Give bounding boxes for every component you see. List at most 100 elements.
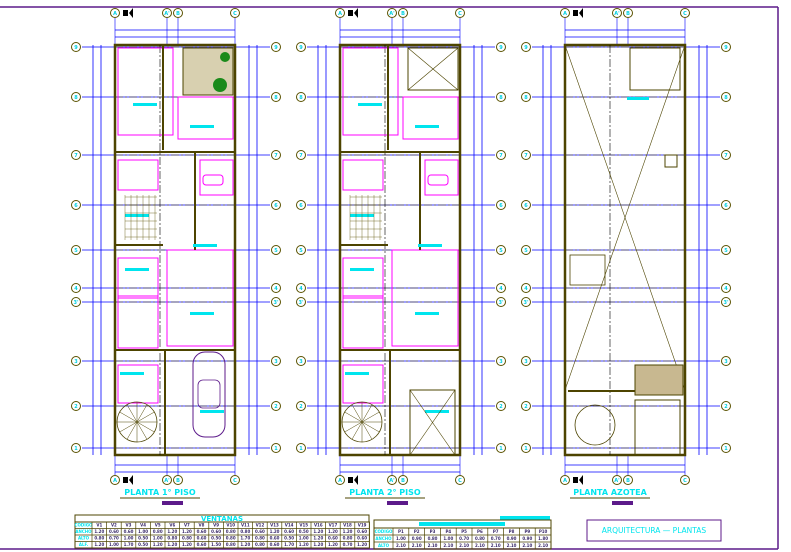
grid-bubble [296,92,306,102]
table-cell: 1.20 [153,542,163,547]
skylight-cross [407,47,459,91]
grid-bubble-label: 3' [498,300,503,306]
table-cell: 0.60 [284,529,294,534]
table-cell: 1.20 [167,542,177,547]
grid-bubble [721,356,731,366]
room-label [120,372,144,375]
table-cell: 1.20 [299,542,309,547]
table-cell: 0.80 [428,536,438,541]
table-cell: 0.80 [226,536,236,541]
grid-bubble-label: A [563,11,567,17]
grid-bubble [560,8,570,18]
grid-bubble [521,245,531,255]
room-label [415,125,439,128]
grid-bubble-label: 2 [499,404,503,410]
section-marker-icon [129,475,133,485]
table-cell: 2.10 [507,543,517,548]
table-cell: 0.60 [197,529,207,534]
grid-bubble-label: 4 [524,286,528,292]
grid-bubble [455,475,465,485]
table-header-cell: V9 [213,523,219,528]
tree-icon [213,78,227,92]
grid-bubble-label: 2 [299,404,303,410]
grid-bubble [721,297,731,307]
skylight [629,47,681,91]
grid-bubble [110,8,120,18]
grid-bubble-label: 3' [73,300,78,306]
grid-bubble [296,443,306,453]
grid-bubble-label: 7 [724,153,728,159]
grid-bubble-label: A' [164,478,170,484]
grid-bubble [496,283,506,293]
void [409,389,456,456]
table-cell: 1.20 [328,542,338,547]
grid-bubble [623,475,633,485]
table-cell: 1.00 [443,536,453,541]
grid-bubble [271,443,281,453]
table-cell: 2.10 [443,543,453,548]
grid-bubble [162,8,172,18]
grid-bubble-label: 4 [499,286,503,292]
grid-bubble [71,245,81,255]
table-header-cell: V18 [343,523,352,528]
stair-step [361,404,373,423]
grid-bubble [560,475,570,485]
table-cell: 0.80 [240,529,250,534]
table-header-cell: V10 [226,523,235,528]
table-cell: 1.70 [124,542,134,547]
grid-bubble-label: A' [389,11,395,17]
grid-bubble [271,92,281,102]
table-cell: 1.20 [313,542,323,547]
stair-step [351,421,363,440]
grid-bubble [296,401,306,411]
grid-bubble [71,200,81,210]
room-outline [391,249,459,347]
table-cell: ANCHO [75,529,92,534]
grid-bubble [521,297,531,307]
grid-bubble-label: 6 [299,203,303,209]
grid-bubble [296,297,306,307]
table-cell: 0.50 [299,529,309,534]
table-header-cell: V8 [199,523,205,528]
table-cell: 0.60 [197,536,207,541]
grid-bubble [71,443,81,453]
section-marker-icon [573,477,578,483]
table-cell: 0.60 [357,536,367,541]
exterior-wall [338,43,462,457]
grid-bubble-label: 6 [524,203,528,209]
grid-bubble-label: 5 [524,248,528,254]
stair-step [361,411,380,423]
grid-bubble [521,356,531,366]
table-cell: 1.20 [313,529,323,534]
table-cell: 0.80 [343,536,353,541]
table-cell: 1.00 [299,536,309,541]
grid-bubble-label: 2 [524,404,528,410]
stair-step [361,421,380,433]
grid-bubble-label: 1 [299,446,303,452]
grid-bubble [612,475,622,485]
section-marker-icon [354,8,358,18]
grid-bubble-label: B [176,478,180,484]
table-cell: 1.20 [343,529,353,534]
grid-bubble [496,401,506,411]
table-header-cell: V4 [140,523,146,528]
stair-step [136,411,155,423]
table-border [373,527,552,550]
grid-bubble [521,443,531,453]
table-header-cell: V2 [111,523,117,528]
table-cell: ALTO [78,536,90,541]
grid-bubble [296,245,306,255]
grid-bubble [71,150,81,160]
grid-bubble-label: 6 [724,203,728,209]
table-header-cell: CODIGO [375,529,393,534]
section-marker-icon [579,8,583,18]
grid-bubble [296,150,306,160]
grid-bubble-label: 2 [74,404,78,410]
table-cell: 0.60 [328,536,338,541]
grid-bubble-label: 6 [499,203,503,209]
room-outline [117,159,159,191]
grid-bubble-label: 5 [724,248,728,254]
grid-bubble [680,8,690,18]
section-marker-icon [354,475,358,485]
grid-bubble-label: 4 [74,286,78,292]
